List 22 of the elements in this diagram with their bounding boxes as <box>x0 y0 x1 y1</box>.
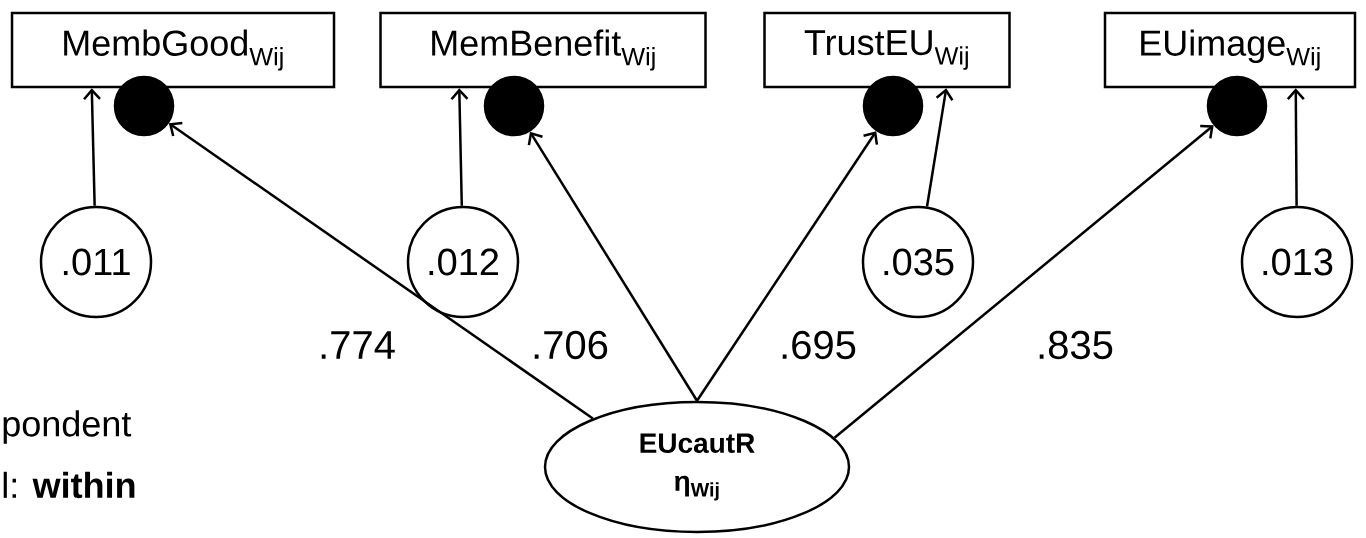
arrow <box>527 131 699 402</box>
filled-dot <box>113 75 175 137</box>
edge-label: .774 <box>317 330 397 360</box>
arrow <box>83 88 101 206</box>
arrow <box>695 131 879 402</box>
filled-dot <box>862 75 924 137</box>
edge-label: .706 <box>530 329 610 361</box>
edge-label: .695 <box>778 329 858 361</box>
variable-box: MemBenefit$_{Wij}$ <box>379 11 707 89</box>
arrow <box>1286 88 1305 206</box>
arrow <box>925 88 954 207</box>
variable-box: MembGood$_{Wij}$ <box>10 11 336 89</box>
edge-label: .835 <box>1035 329 1115 361</box>
filled-dot <box>1206 75 1268 137</box>
note-text: l: within <box>3 471 135 499</box>
arrow <box>833 124 1214 439</box>
arrow <box>168 121 594 420</box>
note-text: pondent <box>3 410 132 444</box>
filled-dot <box>483 75 545 137</box>
variable-box: TrustEU$_{Wij}$ <box>763 11 1011 89</box>
variable-box: EUimage$_{Wij}$ <box>1103 11 1357 89</box>
arrow <box>450 88 469 206</box>
